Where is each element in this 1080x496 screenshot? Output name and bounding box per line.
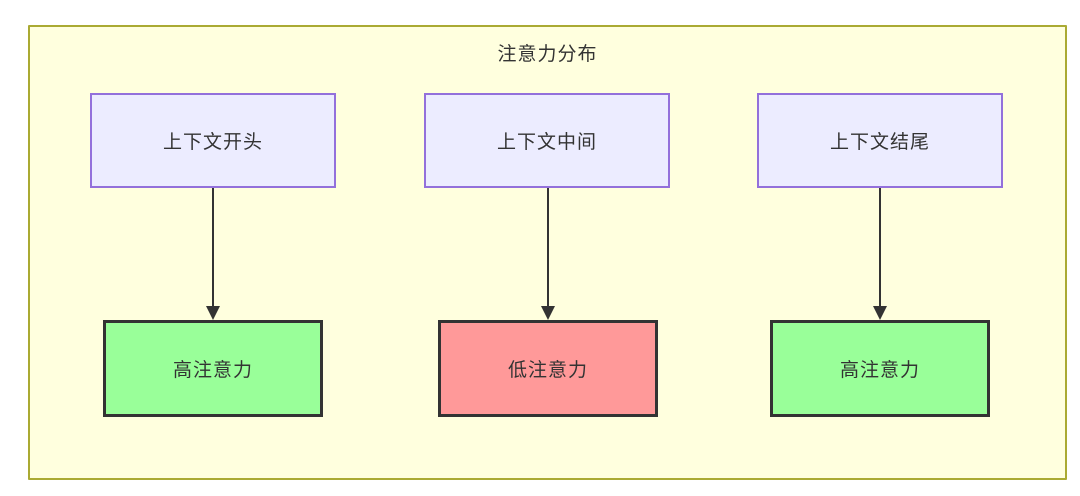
node-attention-low: 低注意力 xyxy=(438,320,658,417)
diagram-title: 注意力分布 xyxy=(497,44,598,65)
node-context-middle: 上下文中间 xyxy=(424,93,670,188)
node-label: 上下文开头 xyxy=(162,132,263,153)
node-label: 高注意力 xyxy=(172,360,253,381)
node-label: 高注意力 xyxy=(839,360,920,381)
node-label: 上下文结尾 xyxy=(829,132,930,153)
node-attention-high-2: 高注意力 xyxy=(770,320,990,417)
node-context-end: 上下文结尾 xyxy=(757,93,1003,188)
node-label: 上下文中间 xyxy=(496,132,597,153)
node-context-start: 上下文开头 xyxy=(90,93,336,188)
node-label: 低注意力 xyxy=(507,360,588,381)
node-attention-high-1: 高注意力 xyxy=(103,320,323,417)
